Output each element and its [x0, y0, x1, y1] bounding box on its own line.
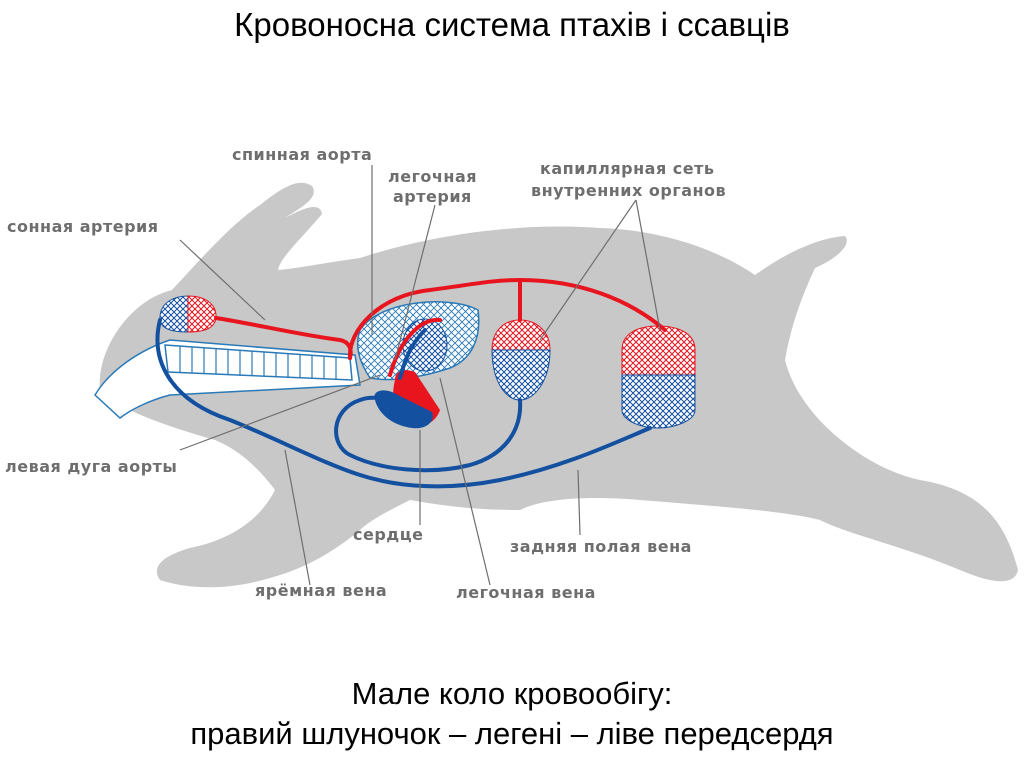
caption-line-2: правий шлуночок – легені – ліве передсер…: [190, 716, 834, 751]
venous-vessels: [155, 318, 652, 489]
rabbit-body: [99, 182, 1019, 588]
trachea-rings: [179, 346, 337, 380]
lung-inner: [402, 318, 448, 372]
leader-lines: [179, 165, 661, 586]
head-capillary-net: [159, 295, 217, 333]
label-posterior-vena-cava: задняя полая вена: [510, 537, 692, 556]
label-carotid: сонная артерия: [7, 217, 159, 236]
label-pulmonary-artery-line2: артерия: [393, 187, 472, 206]
label-pulmonary-vein: легочная вена: [456, 583, 596, 602]
label-dorsal-aorta: спинная аорта: [232, 145, 372, 164]
label-jugular-vein: ярёмная вена: [255, 581, 387, 600]
arterial-vessels: [214, 277, 667, 377]
page-title: Кровоносна система птахів і ссавців: [234, 6, 790, 43]
label-pulmonary-artery-line1: легочная: [388, 167, 477, 186]
label-capillary-line2: внутренних органов: [531, 181, 726, 200]
label-left-aortic-arch: левая дуга аорты: [5, 457, 177, 476]
organ-capillary-net-2: [621, 325, 696, 429]
trachea: [164, 344, 353, 381]
label-capillary-line1: капиллярная сеть: [540, 159, 715, 178]
label-heart: сердце: [353, 525, 423, 544]
caption-line-1: Мале коло кровообігу:: [351, 676, 673, 711]
